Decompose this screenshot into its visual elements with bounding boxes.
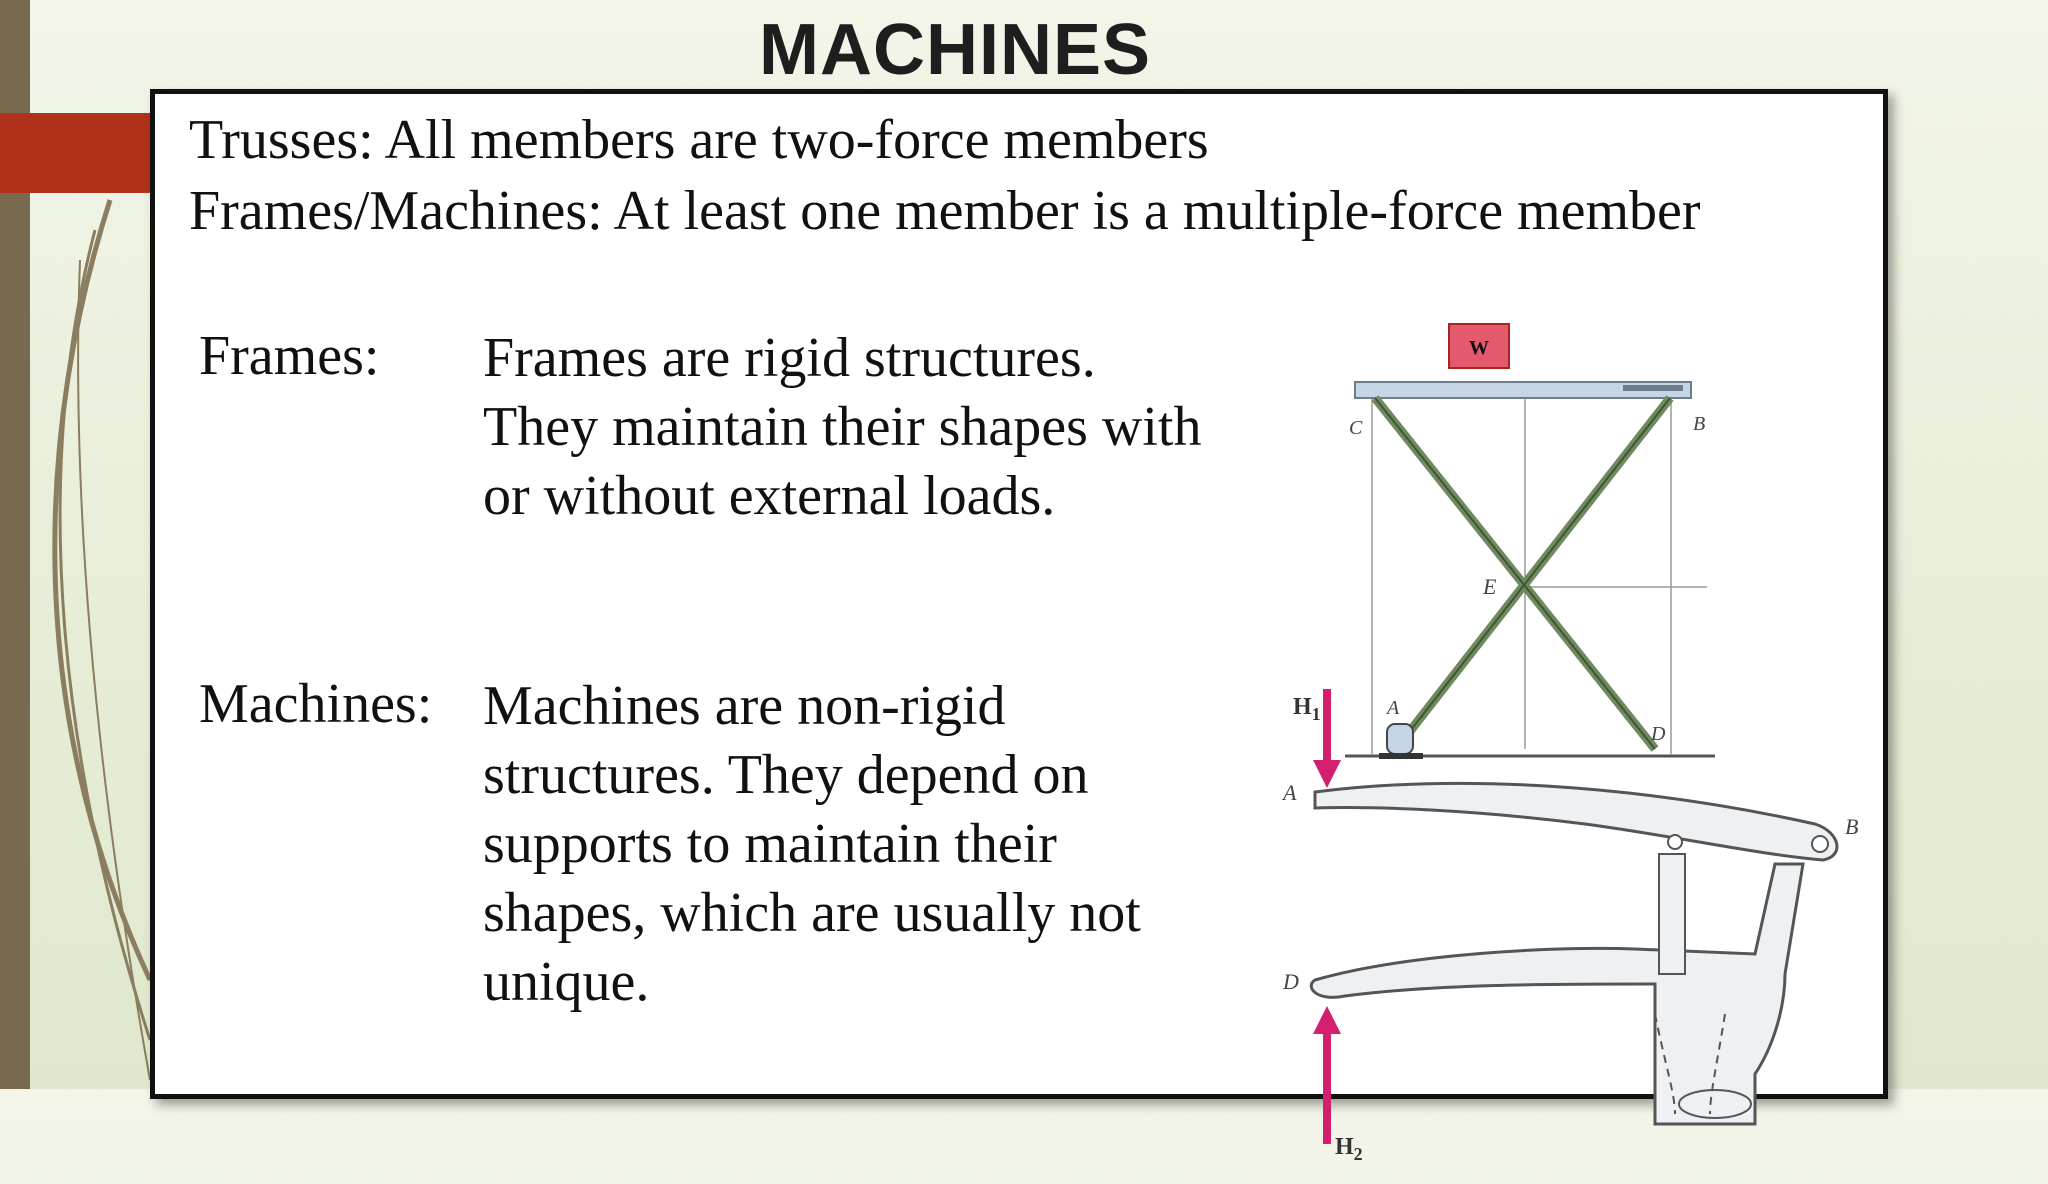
- load-block: [1448, 323, 1510, 369]
- point-e-label: E: [1482, 574, 1497, 599]
- point-d-label: D: [1282, 969, 1299, 994]
- top-beam: [1354, 381, 1692, 399]
- accent-tab: [0, 113, 152, 193]
- machines-definition: Machines are non-rigid structures. They …: [483, 675, 1141, 1013]
- force-h1-arrowhead: [1313, 760, 1341, 788]
- frames-term: Frames:: [199, 325, 380, 387]
- point-b-label: B: [1693, 413, 1705, 435]
- trusses-statement: Trusses: All members are two-force membe…: [189, 109, 1209, 171]
- force-h2-label: H2: [1335, 1134, 1363, 1164]
- load-label: W: [1469, 337, 1489, 359]
- machines-term: Machines:: [199, 673, 433, 735]
- force-h2-arrowhead: [1313, 1006, 1341, 1034]
- point-c-label: C: [1349, 417, 1363, 439]
- frames-definition: Frames are rigid structures. They mainta…: [483, 327, 1202, 527]
- frames-machines-statement: Frames/Machines: At least one member is …: [189, 180, 1701, 242]
- force-h1-label: H1: [1293, 694, 1321, 724]
- content-card: Trusses: All members are two-force membe…: [150, 89, 1888, 1164]
- decorative-curves: [52, 199, 153, 1081]
- machine-diagram: A D B C H1 H2: [1281, 689, 1858, 1164]
- point-d-label: D: [1650, 723, 1666, 745]
- upper-handle: [1313, 781, 1839, 862]
- point-a-label: A: [1281, 780, 1297, 805]
- frame-diagram: W C B E A D: [1345, 323, 1715, 759]
- lower-handle: [1309, 862, 1805, 1126]
- point-b-label: B: [1845, 814, 1858, 839]
- slide-title: MACHINES: [758, 10, 1151, 90]
- point-a-label: A: [1385, 697, 1400, 719]
